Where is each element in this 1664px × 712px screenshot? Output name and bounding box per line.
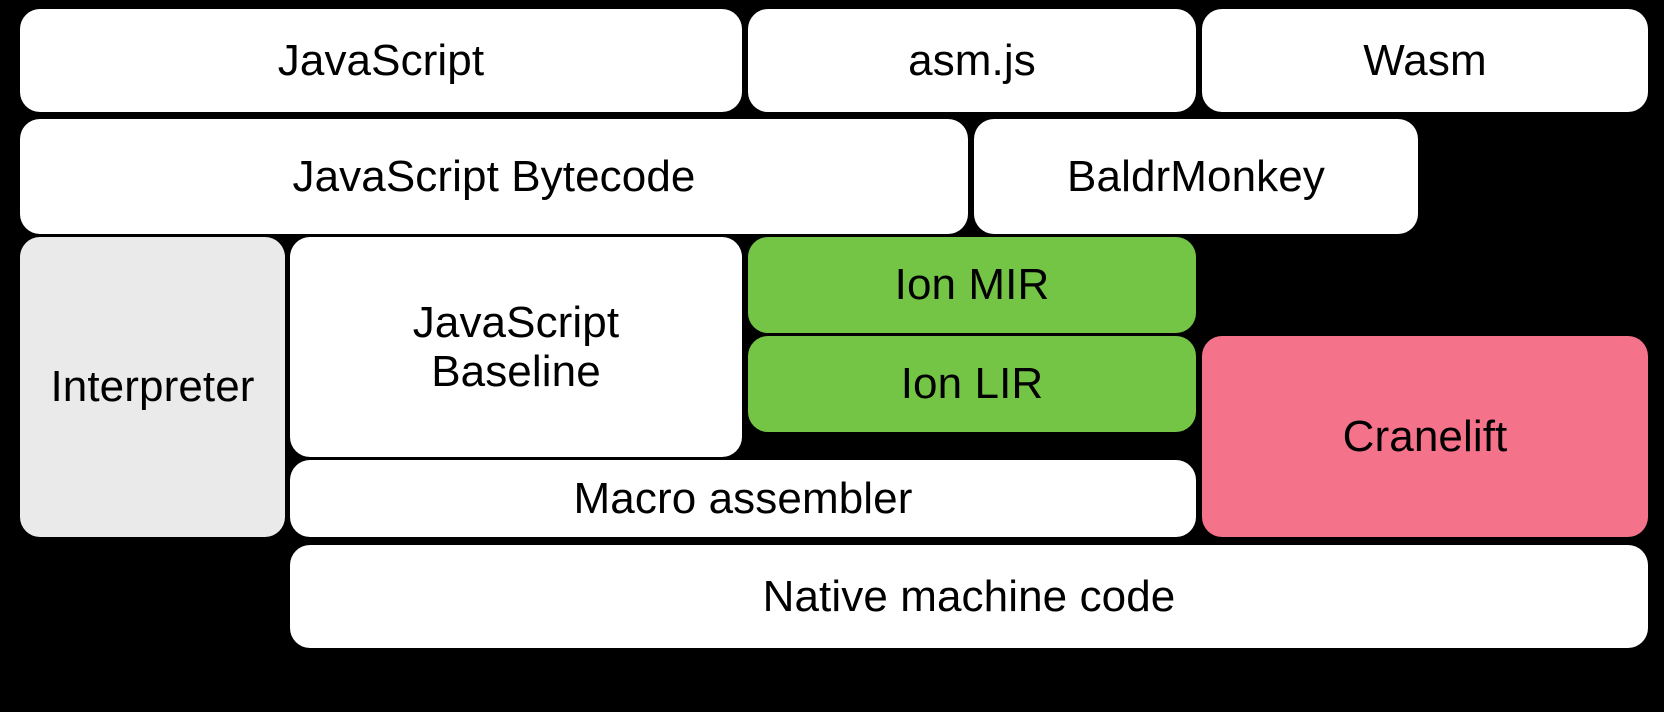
node-wasm[interactable]: Wasm	[1202, 9, 1648, 112]
node-asm-js[interactable]: asm.js	[748, 9, 1196, 112]
node-javascript-baseline[interactable]: JavaScript Baseline	[290, 237, 742, 457]
node-javascript[interactable]: JavaScript	[20, 9, 742, 112]
node-interpreter[interactable]: Interpreter	[20, 237, 285, 537]
node-cranelift[interactable]: Cranelift	[1202, 336, 1648, 537]
node-ion-mir[interactable]: Ion MIR	[748, 237, 1196, 333]
node-macro-assembler[interactable]: Macro assembler	[290, 460, 1196, 537]
node-javascript-bytecode[interactable]: JavaScript Bytecode	[20, 119, 968, 234]
node-native-machine-code[interactable]: Native machine code	[290, 545, 1648, 648]
node-baldrmonkey[interactable]: BaldrMonkey	[974, 119, 1418, 234]
node-ion-lir[interactable]: Ion LIR	[748, 336, 1196, 432]
